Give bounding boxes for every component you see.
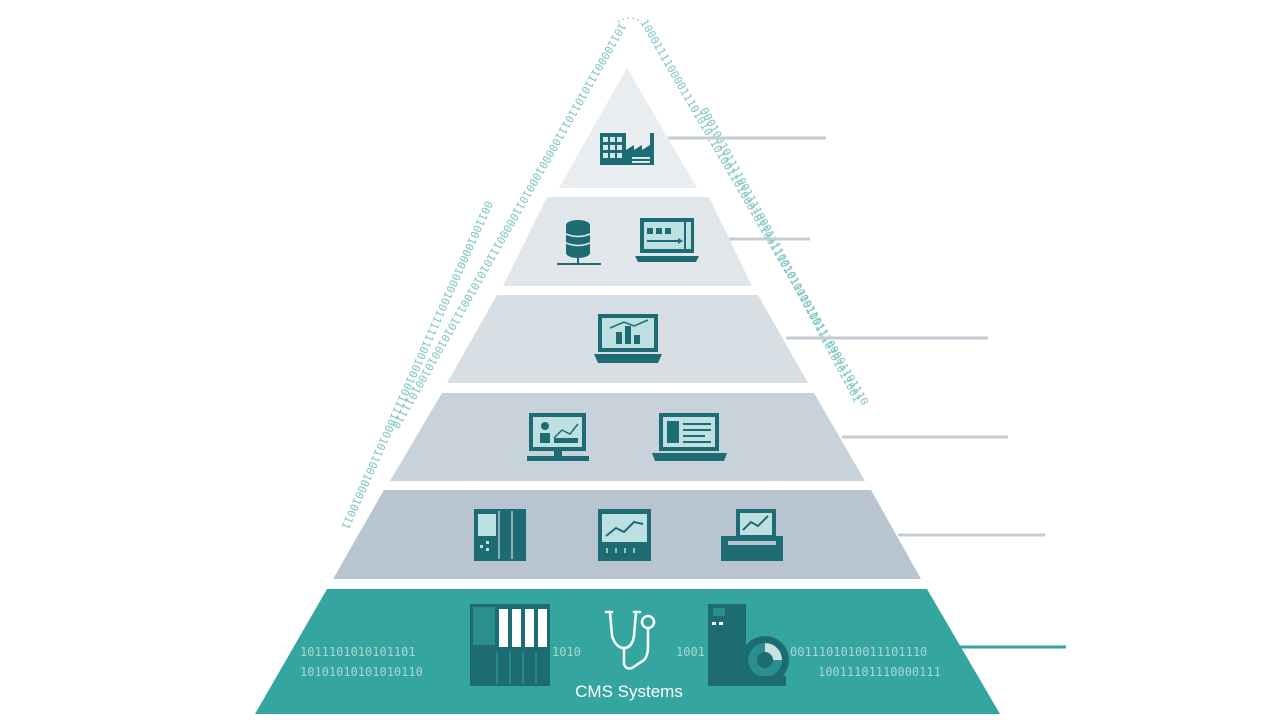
tier-4 <box>390 393 865 481</box>
binary-base-mid-right: 1001 <box>676 645 705 659</box>
binary-base-mid-left: 1010 <box>552 645 581 659</box>
database-icon <box>557 220 601 265</box>
cms-systems-label: CMS Systems <box>575 682 683 701</box>
document-laptop-icon <box>652 413 727 461</box>
tier-6-base <box>255 589 1000 714</box>
binary-base-left-bottom: 10101010101010110 <box>300 665 423 679</box>
binary-base-left-top: 1011101010101101 <box>300 645 416 659</box>
hmi-monitor-icon <box>527 413 589 461</box>
plc-rack-icon <box>470 604 550 686</box>
logistics-laptop-icon <box>635 218 699 262</box>
factory-building-icon <box>600 133 654 165</box>
controller-module-icon <box>474 509 526 561</box>
tier-2 <box>503 197 752 286</box>
trend-panel-icon <box>598 509 651 561</box>
recorder-icon <box>721 509 783 561</box>
tier-connector-lines <box>668 136 1066 649</box>
stethoscope-icon <box>604 610 656 670</box>
binary-base-right-bottom: 10011101110000111 <box>818 665 941 679</box>
binary-base-right-top: 0011101010011101110 <box>790 645 927 659</box>
tier-1 <box>559 68 697 188</box>
analytics-laptop-icon <box>594 314 662 363</box>
drive-motor-icon <box>708 604 789 686</box>
